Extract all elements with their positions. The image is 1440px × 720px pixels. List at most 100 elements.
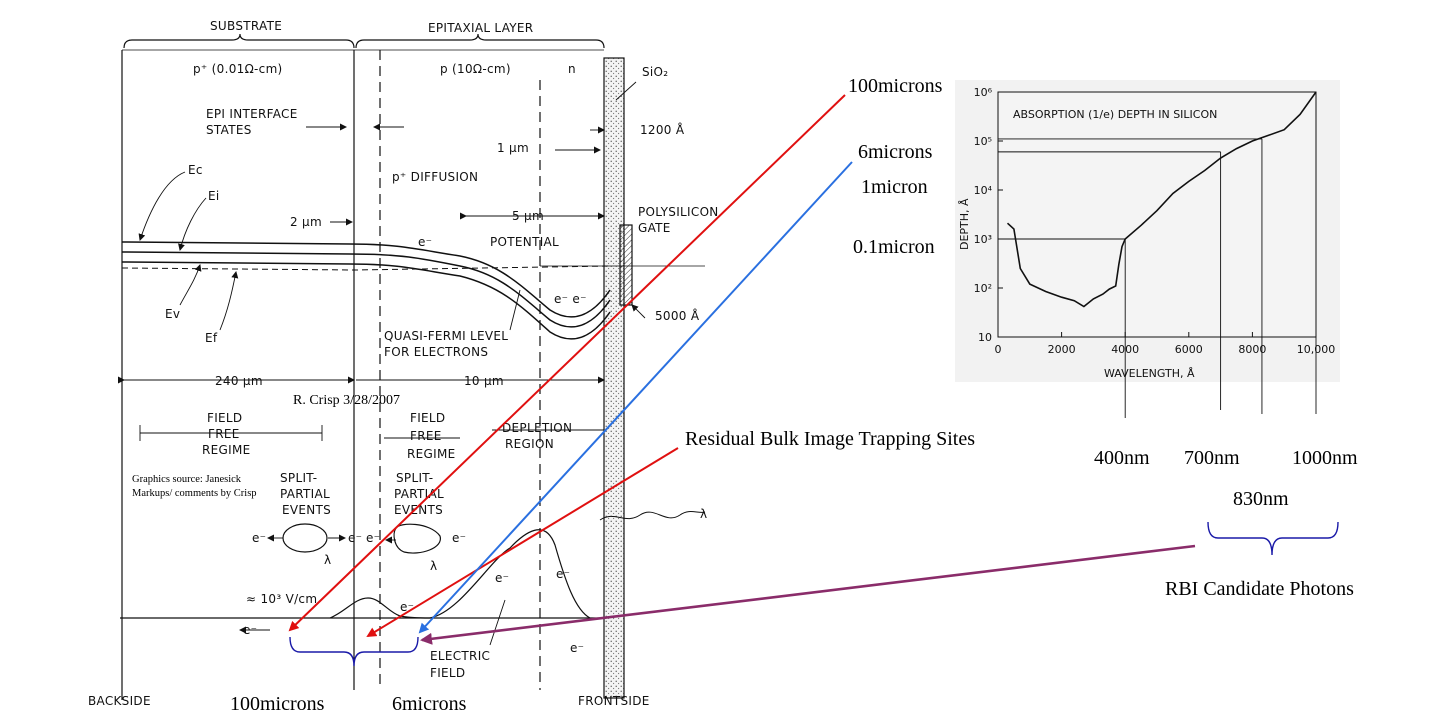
label-ffr1-1: FIELD [207,411,242,425]
label-ffr2-3: REGIME [407,447,456,461]
label-electric-field-1: ELECTRIC [430,649,490,663]
label-ffr2-1: FIELD [410,411,445,425]
label-epi-interface-1: EPI INTERFACE [206,107,298,121]
label-backside: BACKSIDE [88,694,151,708]
ev-leader [179,264,202,306]
label-ffr1-2: FREE [208,427,240,441]
label-split1-3: EVENTS [282,503,331,517]
label-one-um: 1 μm [497,141,529,155]
label-e-depletion-3: e⁻ [570,641,584,655]
potential-bump-backside [329,597,431,619]
electric-field-leader [489,599,506,646]
y-tick-label: 10² [974,282,992,295]
band-ev [121,261,611,340]
label-electron-band: e⁻ [418,235,432,249]
note-100microns-top: 100microns [848,75,943,97]
chart-reference-lines [998,138,1317,418]
brace-bottom-100microns-6microns [289,636,419,667]
label-ec: Ec [188,163,203,177]
label-ei: Ei [208,189,220,203]
absorption-curve [1006,91,1317,308]
brace-rbi-photons [1207,521,1339,556]
label-field-strength: ≈ 10³ V/cm [246,592,317,606]
band-ec [121,241,611,318]
label-split1-e-left: e⁻ [252,531,266,545]
label-quasi-fermi-2: FOR ELECTRONS [384,345,488,359]
attribution-note: R. Crisp 3/28/2007 [293,393,400,408]
label-e-depletion-2: e⁻ [556,567,570,581]
label-lambda-photon: λ [700,507,707,521]
label-epitaxial-layer: EPITAXIAL LAYER [428,21,533,35]
label-two-um: 2 μm [290,215,322,229]
purple-arrow-rbi-photons [420,544,1196,645]
note-100microns-bottom: 100microns [230,693,325,715]
label-split2-1: SPLIT- [396,471,433,485]
polysilicon-gate-block [619,224,633,306]
epitaxial-brace [355,33,605,49]
label-well-electrons: e⁻ e⁻ [554,292,587,306]
ccd-cross-section [118,33,706,700]
label-split1-2: PARTIAL [280,487,330,501]
x-tick-label: 0 [995,343,1002,356]
label-dim-10: 10 μm [464,374,504,388]
ei-leader [178,197,207,251]
x-tick-label: 6000 [1175,343,1203,356]
label-five-um: 5 μm [512,209,544,223]
sio2-leader [615,81,637,101]
x-tick-label: 8000 [1238,343,1266,356]
label-split2-3: EVENTS [394,503,443,517]
chart-xlabel: WAVELENGTH, Å [1104,367,1195,380]
chart-title: ABSORPTION (1/e) DEPTH IN SILICON [1013,108,1217,121]
note-6microns-top: 6microns [858,141,933,163]
band-ei [121,251,611,328]
sio2-oxide-layer [603,57,625,699]
label-thickness-5000: 5000 Å [655,308,700,323]
quasi-fermi-leader [509,289,521,331]
label-lambda-2: λ [430,559,437,573]
note-1micron: 1micron [861,176,928,198]
source-note-2: Markups/ comments by Crisp [132,488,257,499]
label-substrate: SUBSTRATE [210,19,282,33]
note-830nm: 830nm [1233,488,1289,510]
label-n-region: n [568,62,576,76]
label-dim-240: 240 μm [215,374,263,388]
split-event-blob-1 [282,523,328,553]
note-700nm: 700nm [1184,447,1240,469]
ccd-labels: SUBSTRATE EPITAXIAL LAYER p⁺ (0.01Ω-cm) … [88,19,718,708]
note-1000nm: 1000nm [1292,447,1358,469]
label-epi-resistivity: p (10Ω-cm) [440,62,511,76]
label-e-depletion-1: e⁻ [495,571,509,585]
y-tick-label: 10⁶ [974,86,993,99]
red-arrow-residual-sites [366,447,679,638]
label-p-diffusion: p⁺ DIFFUSION [392,170,478,184]
label-potential: POTENTIAL [490,235,559,249]
chart-ylabel: DEPTH, Å [958,198,971,250]
label-ef: Ef [205,331,218,345]
label-depletion-1: DEPLETION [502,421,572,435]
annotation-text: 100microns 6microns 1micron 0.1micron Re… [230,75,1358,715]
split-event-blob-2 [393,523,441,554]
blue-arrow-6microns [418,161,853,634]
absorption-chart: ABSORPTION (1/e) DEPTH IN SILICON WAVELE… [955,80,1340,418]
note-6microns-bottom: 6microns [392,693,467,715]
label-split2-e-right: e⁻ [452,531,466,545]
label-polysilicon-2: GATE [638,221,671,235]
label-split1-1: SPLIT- [280,471,317,485]
label-epi-interface-2: STATES [206,123,252,137]
label-split1-e-right: e⁻ [348,531,362,545]
source-note-1: Graphics source: Janesick [132,474,242,485]
label-thickness-1200: 1200 Å [640,122,685,137]
potential-bump-frontside [429,529,591,619]
substrate-brace [123,33,355,49]
label-ffr1-3: REGIME [202,443,251,457]
label-split2-e-left: e⁻ [366,531,380,545]
red-arrow-100microns [288,94,846,632]
annotation-arrows [288,94,1339,667]
label-quasi-fermi-1: QUASI-FERMI LEVEL [384,329,508,343]
note-residual-bulk-image: Residual Bulk Image Trapping Sites [685,428,975,450]
ec-leader [138,171,186,241]
label-split2-2: PARTIAL [394,487,444,501]
label-electric-field-2: FIELD [430,666,465,680]
y-tick-label: 10 [978,331,992,344]
